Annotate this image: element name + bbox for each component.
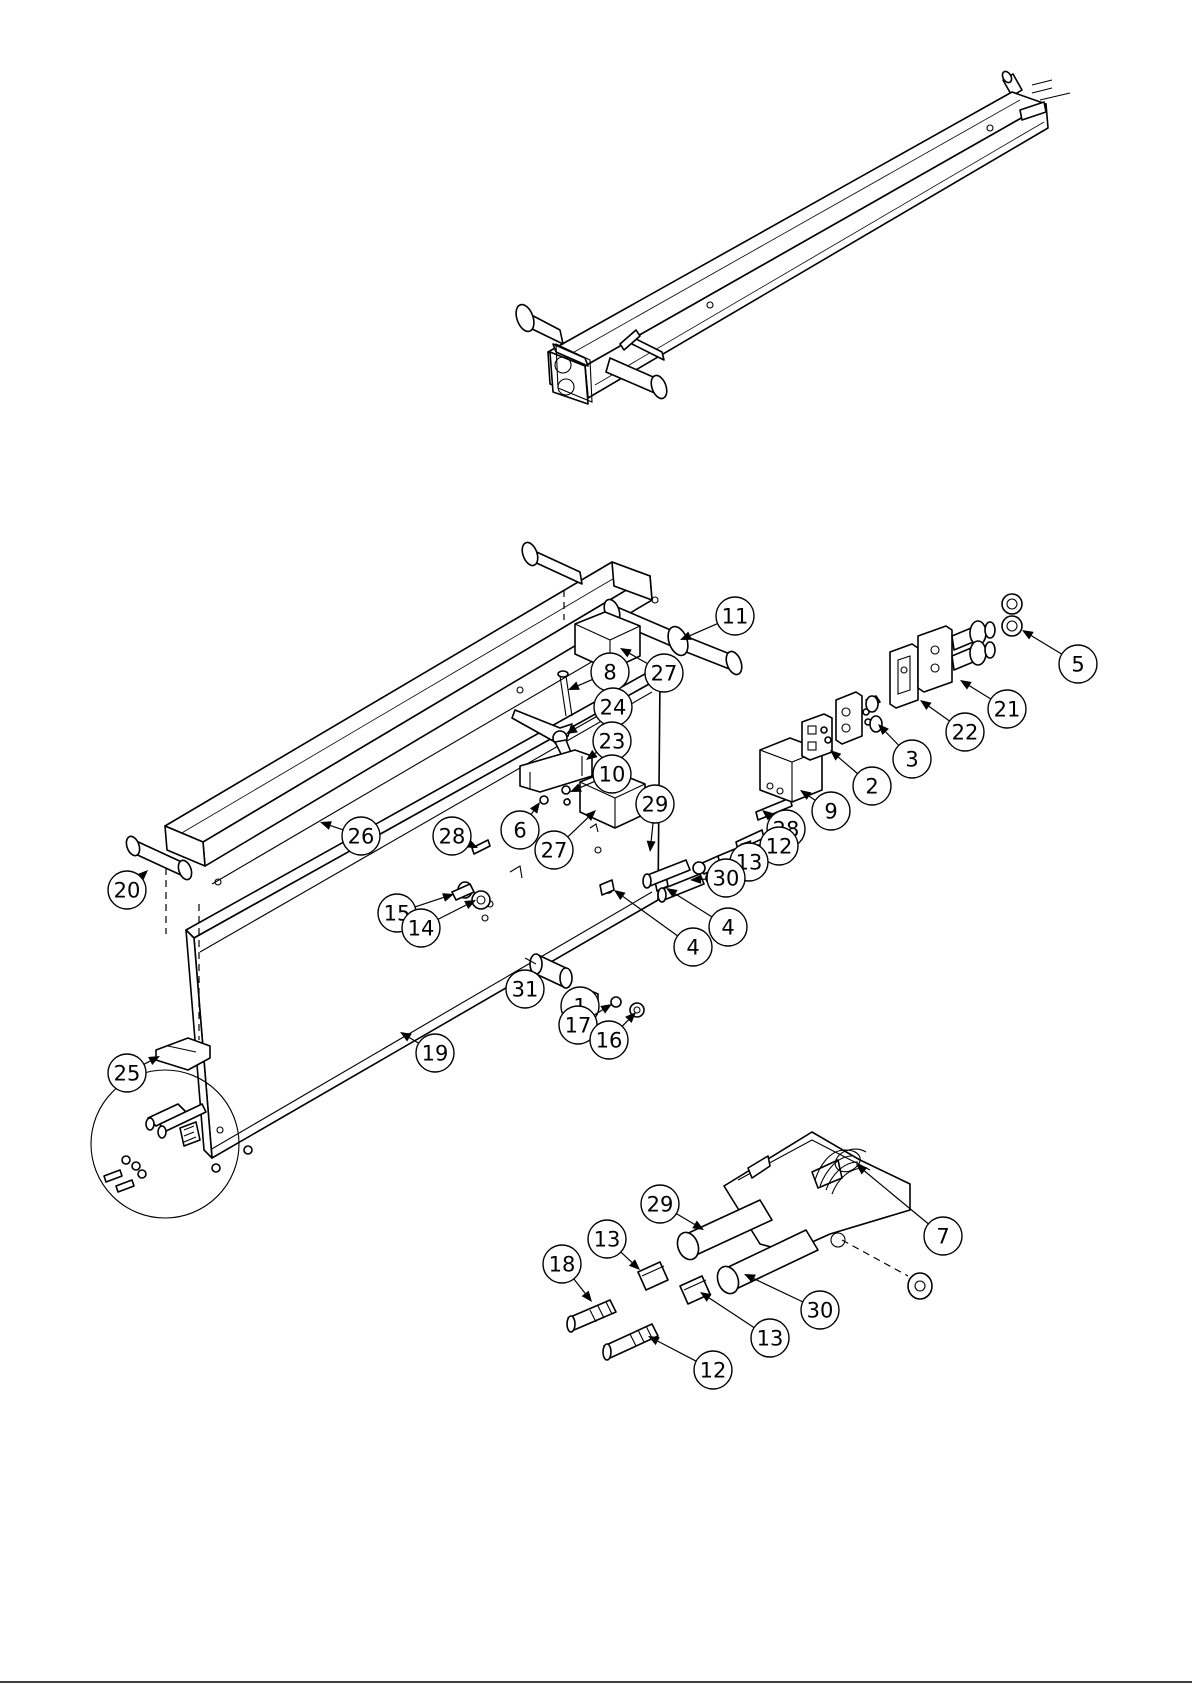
callout-number: 8 (603, 661, 616, 685)
callout-8: 8 (568, 653, 629, 691)
callout-leader-line (144, 1061, 150, 1064)
callout-16: 16 (590, 1012, 636, 1059)
callout-leader-line (690, 624, 718, 636)
callout-arrowhead (582, 1291, 592, 1302)
callout-leader-line (675, 894, 712, 917)
callout-5: 5 (1022, 630, 1097, 683)
callout-leader-line (709, 1298, 754, 1328)
callout-number: 7 (936, 1225, 949, 1249)
callout-number: 28 (439, 825, 466, 849)
callout-leader-line (809, 796, 815, 800)
callout-leader-line (621, 1252, 632, 1262)
callout-arrowhead (600, 1004, 612, 1014)
callout-22: 22 (920, 700, 984, 751)
callout-number: 10 (599, 763, 626, 787)
callout-number: 17 (565, 1014, 592, 1038)
callout-arrowhead (320, 821, 332, 830)
callout-number: 20 (114, 879, 141, 903)
callout-leader-line (330, 826, 343, 830)
callout-number: 6 (513, 819, 526, 843)
callout-9: 9 (800, 790, 850, 830)
callout-number: 18 (549, 1253, 576, 1277)
callout-leader-line (969, 686, 990, 699)
callout-leader-line (574, 1279, 585, 1293)
callout-number: 13 (594, 1228, 621, 1252)
callout-30-detail: 30 (744, 1274, 839, 1329)
callout-number: 3 (905, 748, 918, 772)
callout-number: 2 (865, 775, 878, 799)
callout-number: 30 (807, 1299, 834, 1323)
callout-number: 4 (721, 916, 734, 940)
callout-number: 30 (713, 867, 740, 891)
callout-19: 19 (400, 1032, 454, 1072)
callout-number: 5 (1071, 653, 1084, 677)
callout-number: 9 (824, 800, 837, 824)
callout-18: 18 (543, 1245, 592, 1302)
callout-number: 11 (722, 605, 749, 629)
exploded-frame-view (91, 540, 1022, 1218)
callout-number: 12 (766, 835, 793, 859)
callout-arrowhead (692, 1221, 704, 1230)
callout-leader-line (578, 679, 592, 685)
callout-number: 26 (348, 825, 375, 849)
callout-number: 29 (647, 1193, 674, 1217)
callout-number: 22 (952, 721, 979, 745)
callout-12-detail: 12 (648, 1336, 732, 1389)
callout-number: 23 (599, 730, 626, 754)
callout-number: 24 (600, 696, 627, 720)
callout-arrowhead (960, 680, 972, 690)
callout-number: 21 (994, 698, 1021, 722)
callout-3: 3 (878, 724, 931, 778)
callout-25: 25 (108, 1054, 160, 1092)
callout-leader-line (886, 732, 899, 745)
callout-13-detail-b: 13 (700, 1292, 789, 1357)
callout-number: 31 (512, 978, 539, 1002)
assembled-frame-view (513, 70, 1070, 404)
callout-arrowhead (568, 682, 580, 690)
callout-number: 27 (651, 662, 678, 686)
callout-20: 20 (108, 870, 148, 909)
callout-leader-line (929, 706, 950, 721)
callout-number: 12 (700, 1359, 727, 1383)
callout-29-detail: 29 (641, 1185, 704, 1230)
callout-number: 4 (686, 936, 699, 960)
callout-arrowhead (1022, 630, 1034, 640)
callout-leader-line (658, 1341, 696, 1361)
callout-leader-line (838, 757, 857, 773)
callout-leader-line (754, 1279, 803, 1302)
callout-11: 11 (680, 597, 754, 640)
callout-31: 31 (506, 970, 544, 1008)
callout-arrowhead (920, 700, 932, 710)
callout-leader-line (1031, 636, 1061, 654)
callout-number: 13 (757, 1327, 784, 1351)
callout-number: 25 (114, 1062, 141, 1086)
callout-number: 19 (422, 1042, 449, 1066)
callout-number: 16 (596, 1029, 623, 1053)
callout-number: 27 (541, 839, 568, 863)
callout-13-detail-a: 13 (588, 1220, 640, 1270)
callout-number: 14 (408, 917, 435, 941)
callout-leader-line (676, 1214, 694, 1225)
callout-number: 29 (642, 793, 669, 817)
callout-leader-line (622, 1020, 628, 1026)
